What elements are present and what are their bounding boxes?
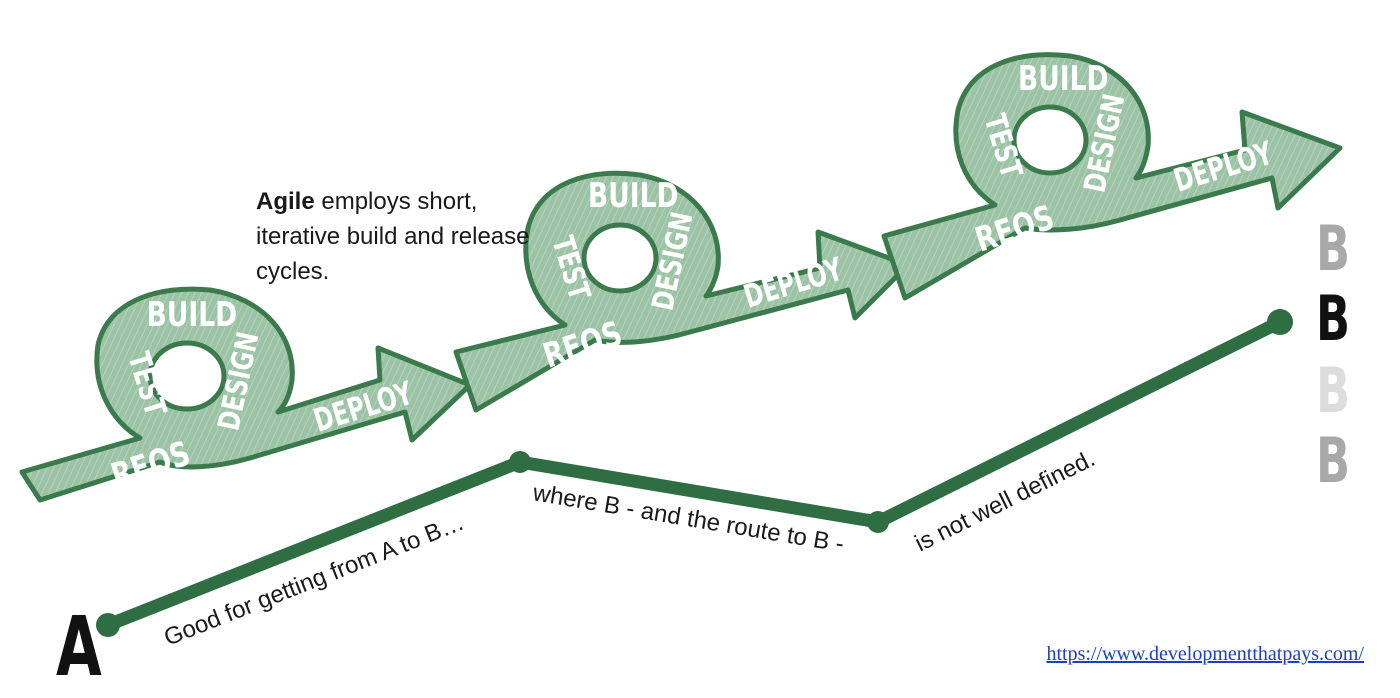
cycle-2: BUILD TEST DESIGN REQS DEPLOY: [453, 170, 911, 413]
route-line: [101, 315, 1287, 632]
route-start-dot: [96, 613, 120, 637]
end-point-b-active: B: [1316, 282, 1351, 355]
end-point-b-faded-1: B: [1316, 212, 1351, 285]
route-peak-dot: [509, 451, 531, 473]
cycle-2-build-label: BUILD: [588, 177, 679, 216]
cycle-3-build-label: BUILD: [1018, 60, 1109, 99]
start-point-a: A: [56, 600, 102, 695]
cycle-1-build-label: BUILD: [147, 296, 238, 335]
intro-bold: Agile: [256, 188, 315, 215]
cycle-2-band: [453, 170, 911, 413]
cycle-1-band: [19, 286, 473, 503]
end-point-b-faded-2: B: [1316, 354, 1351, 427]
intro-text: Agile employs short, iterative build and…: [256, 184, 556, 289]
route-end-dot: [1267, 309, 1293, 335]
intro-rest: employs short, iterative build and relea…: [256, 188, 530, 285]
cycle-3: BUILD TEST DESIGN REQS DEPLOY: [881, 52, 1343, 301]
cycle-3-band: [881, 52, 1343, 301]
cycle-1: BUILD TEST DESIGN REQS DEPLOY: [19, 286, 473, 503]
route-valley-dot: [867, 511, 889, 533]
source-link[interactable]: https://www.developmentthatpays.com/: [1046, 643, 1364, 665]
end-point-b-faded-3: B: [1316, 424, 1351, 497]
